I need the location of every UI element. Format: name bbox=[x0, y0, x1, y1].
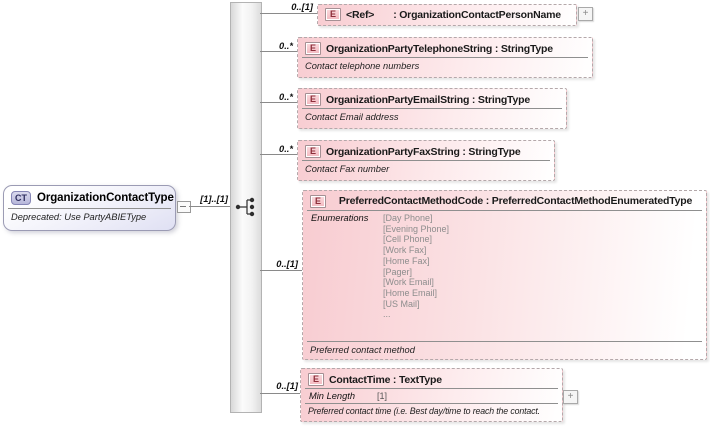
element-fax[interactable]: E OrganizationPartyFaxString : StringTyp… bbox=[297, 140, 555, 181]
complex-type-annotation: Deprecated: Use PartyABIEType bbox=[11, 212, 147, 222]
expand-button[interactable]: + bbox=[578, 7, 593, 21]
enumeration-value: [Home Email] bbox=[383, 287, 438, 298]
sequence-compositor-icon bbox=[235, 197, 255, 217]
cardinality-label: 0..* bbox=[279, 41, 293, 51]
connector-line bbox=[189, 206, 230, 207]
element-header: E OrganizationPartyEmailString : StringT… bbox=[298, 89, 566, 108]
branch-line bbox=[260, 51, 297, 52]
enumeration-value: [Pager] bbox=[383, 266, 413, 277]
enumeration-value: [Evening Phone] bbox=[383, 223, 450, 234]
element-header: E OrganizationPartyFaxString : StringTyp… bbox=[298, 141, 554, 160]
element-annotation: Preferred contact method bbox=[310, 345, 415, 355]
element-title: OrganizationPartyTelephoneString : Strin… bbox=[326, 42, 553, 55]
enumeration-value: [Home Fax] bbox=[383, 255, 430, 266]
cardinality-label: 0..[1] bbox=[291, 2, 313, 12]
element-contact-time[interactable]: E ContactTime : TextType Min Length [1] … bbox=[300, 368, 563, 422]
separator bbox=[302, 108, 562, 109]
complex-type-badge: CT bbox=[11, 191, 31, 205]
element-annotation: Preferred contact time (i.e. Best day/ti… bbox=[308, 406, 540, 416]
element-telephone[interactable]: E OrganizationPartyTelephoneString : Str… bbox=[297, 37, 593, 78]
enumerations-section: Enumerations [Day Phone][Evening Phone][… bbox=[303, 211, 706, 341]
element-title: PreferredContactMethodCode : PreferredCo… bbox=[338, 195, 693, 207]
element-annotation: Contact Fax number bbox=[305, 164, 390, 174]
element-badge: E bbox=[308, 373, 325, 386]
element-preferred-method[interactable]: E PreferredContactMethodCode : Preferred… bbox=[302, 190, 707, 360]
collapse-handle[interactable] bbox=[177, 201, 191, 213]
separator bbox=[307, 210, 702, 211]
root-cardinality-label: [1]..[1] bbox=[200, 194, 228, 204]
facet-label: Min Length bbox=[309, 391, 355, 401]
enumeration-value: ... bbox=[383, 309, 391, 320]
branch-line bbox=[260, 102, 297, 103]
separator bbox=[8, 208, 171, 209]
element-header: E ContactTime : TextType bbox=[301, 369, 562, 388]
facet-value: [1] bbox=[377, 391, 388, 401]
element-header: E OrganizationPartyTelephoneString : Str… bbox=[298, 38, 592, 57]
element-ref[interactable]: E <Ref> : OrganizationContactPersonName bbox=[317, 4, 577, 26]
separator bbox=[305, 388, 558, 389]
complex-type-node[interactable]: CT OrganizationContactType Deprecated: U… bbox=[3, 185, 176, 231]
enumerations-label: Enumerations bbox=[311, 213, 369, 223]
enumeration-value: [Work Fax] bbox=[383, 245, 427, 256]
cardinality-label: 0..* bbox=[279, 92, 293, 102]
element-header: E PreferredContactMethodCode : Preferred… bbox=[303, 191, 706, 210]
cardinality-label: 0..[1] bbox=[276, 259, 298, 269]
branch-line bbox=[260, 270, 302, 271]
element-badge: E bbox=[310, 195, 327, 208]
element-ref-type: : OrganizationContactPersonName bbox=[393, 8, 561, 21]
separator bbox=[302, 57, 588, 58]
element-header: E <Ref> : OrganizationContactPersonName bbox=[318, 5, 576, 23]
element-title: OrganizationPartyEmailString : StringTyp… bbox=[326, 93, 530, 106]
element-title: ContactTime : TextType bbox=[329, 373, 442, 386]
element-email[interactable]: E OrganizationPartyEmailString : StringT… bbox=[297, 88, 567, 129]
element-badge: E bbox=[325, 8, 342, 21]
cardinality-label: 0..* bbox=[279, 144, 293, 154]
element-badge: E bbox=[305, 93, 322, 106]
branch-line bbox=[260, 154, 297, 155]
element-ref-name: <Ref> bbox=[346, 8, 375, 21]
enumeration-values: [Day Phone][Evening Phone][Cell Phone][W… bbox=[383, 213, 449, 320]
facet-row: Min Length [1] bbox=[301, 389, 562, 401]
element-title: OrganizationPartyFaxString : StringType bbox=[326, 145, 521, 158]
separator bbox=[305, 403, 558, 404]
branch-line bbox=[260, 13, 317, 14]
separator bbox=[302, 160, 550, 161]
enumeration-value: [Cell Phone] bbox=[383, 234, 433, 245]
branch-line bbox=[260, 393, 300, 394]
element-annotation: Contact Email address bbox=[305, 112, 399, 122]
complex-type-header: CT OrganizationContactType bbox=[4, 186, 175, 208]
complex-type-title: OrganizationContactType bbox=[37, 192, 174, 204]
collapse-dash-icon bbox=[180, 206, 186, 207]
separator bbox=[307, 341, 702, 342]
enumeration-value: [Work Email] bbox=[383, 277, 434, 288]
element-badge: E bbox=[305, 145, 322, 158]
cardinality-label: 0..[1] bbox=[276, 381, 298, 391]
enumeration-value: [Day Phone] bbox=[383, 213, 433, 223]
element-annotation: Contact telephone numbers bbox=[305, 61, 420, 71]
element-badge: E bbox=[305, 42, 322, 55]
expand-button[interactable]: + bbox=[563, 390, 578, 404]
enumeration-value: [US Mail] bbox=[383, 298, 420, 309]
